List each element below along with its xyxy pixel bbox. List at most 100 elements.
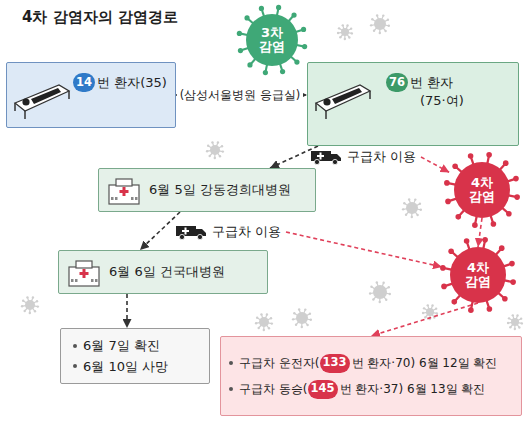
hospital-icon bbox=[107, 177, 141, 205]
virus-knob bbox=[382, 14, 384, 16]
virus-knob bbox=[499, 245, 505, 251]
ambulance-body bbox=[176, 226, 196, 236]
virus-knob bbox=[270, 317, 272, 319]
dashed-arrow bbox=[140, 212, 180, 250]
box-text: 6월 10일 사망 bbox=[83, 358, 168, 376]
patient-body bbox=[31, 88, 61, 104]
stretcher-icon bbox=[13, 77, 71, 121]
virus-knob bbox=[448, 248, 454, 254]
decor-virus bbox=[507, 314, 523, 330]
infection-virus: 4차 감염 bbox=[450, 247, 506, 303]
virus-knob bbox=[440, 265, 446, 271]
virus-knob bbox=[244, 15, 249, 20]
virus-knob bbox=[344, 38, 346, 40]
virus-knob bbox=[379, 32, 381, 34]
virus-knob bbox=[34, 310, 36, 312]
virus-knob bbox=[280, 69, 285, 74]
virus-knob bbox=[427, 304, 429, 306]
edge-label-group: 구급차 이용 bbox=[310, 148, 416, 166]
hospital-window bbox=[131, 197, 134, 200]
virus-knob bbox=[260, 313, 262, 315]
virus-body bbox=[374, 18, 386, 30]
hospital-box: 6월 6일 건국대병원 bbox=[58, 250, 268, 294]
virus-knob bbox=[268, 327, 270, 329]
virus-knob bbox=[379, 301, 381, 303]
virus-knob bbox=[441, 284, 447, 290]
decor-virus bbox=[337, 24, 353, 40]
ambulance-wheel bbox=[314, 159, 319, 164]
virus-knob bbox=[298, 308, 300, 310]
virus-knob bbox=[301, 27, 306, 32]
virus-knob bbox=[376, 281, 378, 283]
virus-knob bbox=[414, 198, 416, 200]
outcome-box: 6월 7일 확진 6월 10일 사망 bbox=[60, 328, 210, 384]
box-text: 번 환자·37) 6월 13일 확진 bbox=[340, 381, 486, 397]
hospital-body bbox=[69, 267, 99, 286]
virus-body bbox=[450, 247, 506, 303]
ambulance-icon bbox=[310, 148, 342, 166]
virus-knob bbox=[422, 312, 424, 314]
virus-knob bbox=[263, 70, 268, 75]
virus-knob bbox=[491, 221, 497, 227]
virus-knob bbox=[516, 314, 518, 316]
box-text: 6월 7일 확진 bbox=[83, 337, 160, 355]
virus-body bbox=[341, 28, 349, 36]
virus-knob bbox=[309, 312, 311, 314]
dashed-arrow bbox=[270, 146, 318, 168]
virus-knob bbox=[259, 6, 264, 11]
virus-knob bbox=[37, 305, 39, 307]
edge-label: 구급차 이용 bbox=[347, 149, 416, 166]
virus-body bbox=[406, 202, 418, 214]
virus-knob bbox=[435, 307, 437, 309]
virus-body bbox=[210, 145, 220, 155]
virus-knob bbox=[419, 202, 421, 204]
virus-knob bbox=[337, 32, 339, 34]
virus-body bbox=[511, 318, 519, 326]
virus-knob bbox=[293, 312, 295, 314]
virus-knob bbox=[32, 296, 34, 298]
ambulance-cross bbox=[182, 230, 189, 232]
virus-knob bbox=[423, 307, 425, 309]
virus-knob bbox=[387, 18, 389, 20]
red-cross bbox=[120, 190, 129, 193]
virus-knob bbox=[508, 317, 510, 319]
virus-knob bbox=[219, 155, 221, 157]
bullet-dot bbox=[229, 361, 233, 365]
virus-knob bbox=[513, 176, 519, 182]
virus-knob bbox=[373, 30, 375, 32]
bullet-dot bbox=[229, 387, 233, 391]
patient-box: 14번 환자(35) bbox=[6, 62, 176, 128]
virus-knob bbox=[22, 300, 24, 302]
box-text: 구급차 운전자( bbox=[239, 355, 320, 371]
virus-knob bbox=[512, 314, 514, 316]
callout-number: 14 bbox=[73, 73, 95, 92]
virus-knob bbox=[372, 298, 374, 300]
virus-knob bbox=[304, 308, 306, 310]
virus-knob bbox=[214, 157, 216, 159]
red-cross bbox=[80, 272, 89, 275]
virus-body bbox=[454, 162, 510, 218]
dashed-arrow bbox=[126, 294, 128, 328]
hospital-body bbox=[109, 185, 139, 204]
virus-knob bbox=[507, 322, 509, 324]
dashed-arrow bbox=[478, 218, 482, 247]
hospital-top bbox=[76, 261, 92, 268]
patient-head bbox=[22, 98, 29, 105]
virus-body bbox=[25, 300, 35, 310]
virus-knob bbox=[255, 322, 257, 324]
virus-knob bbox=[263, 329, 265, 331]
virus-knob bbox=[408, 198, 410, 200]
decor-virus bbox=[292, 308, 312, 328]
bullet-dot bbox=[73, 364, 77, 368]
virus-knob bbox=[346, 24, 348, 26]
virus-body bbox=[426, 308, 434, 316]
virus-knob bbox=[445, 199, 451, 205]
virus-knob bbox=[247, 62, 252, 67]
virus-body bbox=[296, 312, 308, 324]
patient-box: 76번 환자(75·여) bbox=[307, 62, 519, 146]
virus-knob bbox=[431, 304, 433, 306]
decor-virus bbox=[206, 141, 224, 159]
virus-knob bbox=[295, 324, 297, 326]
virus-knob bbox=[502, 296, 508, 302]
